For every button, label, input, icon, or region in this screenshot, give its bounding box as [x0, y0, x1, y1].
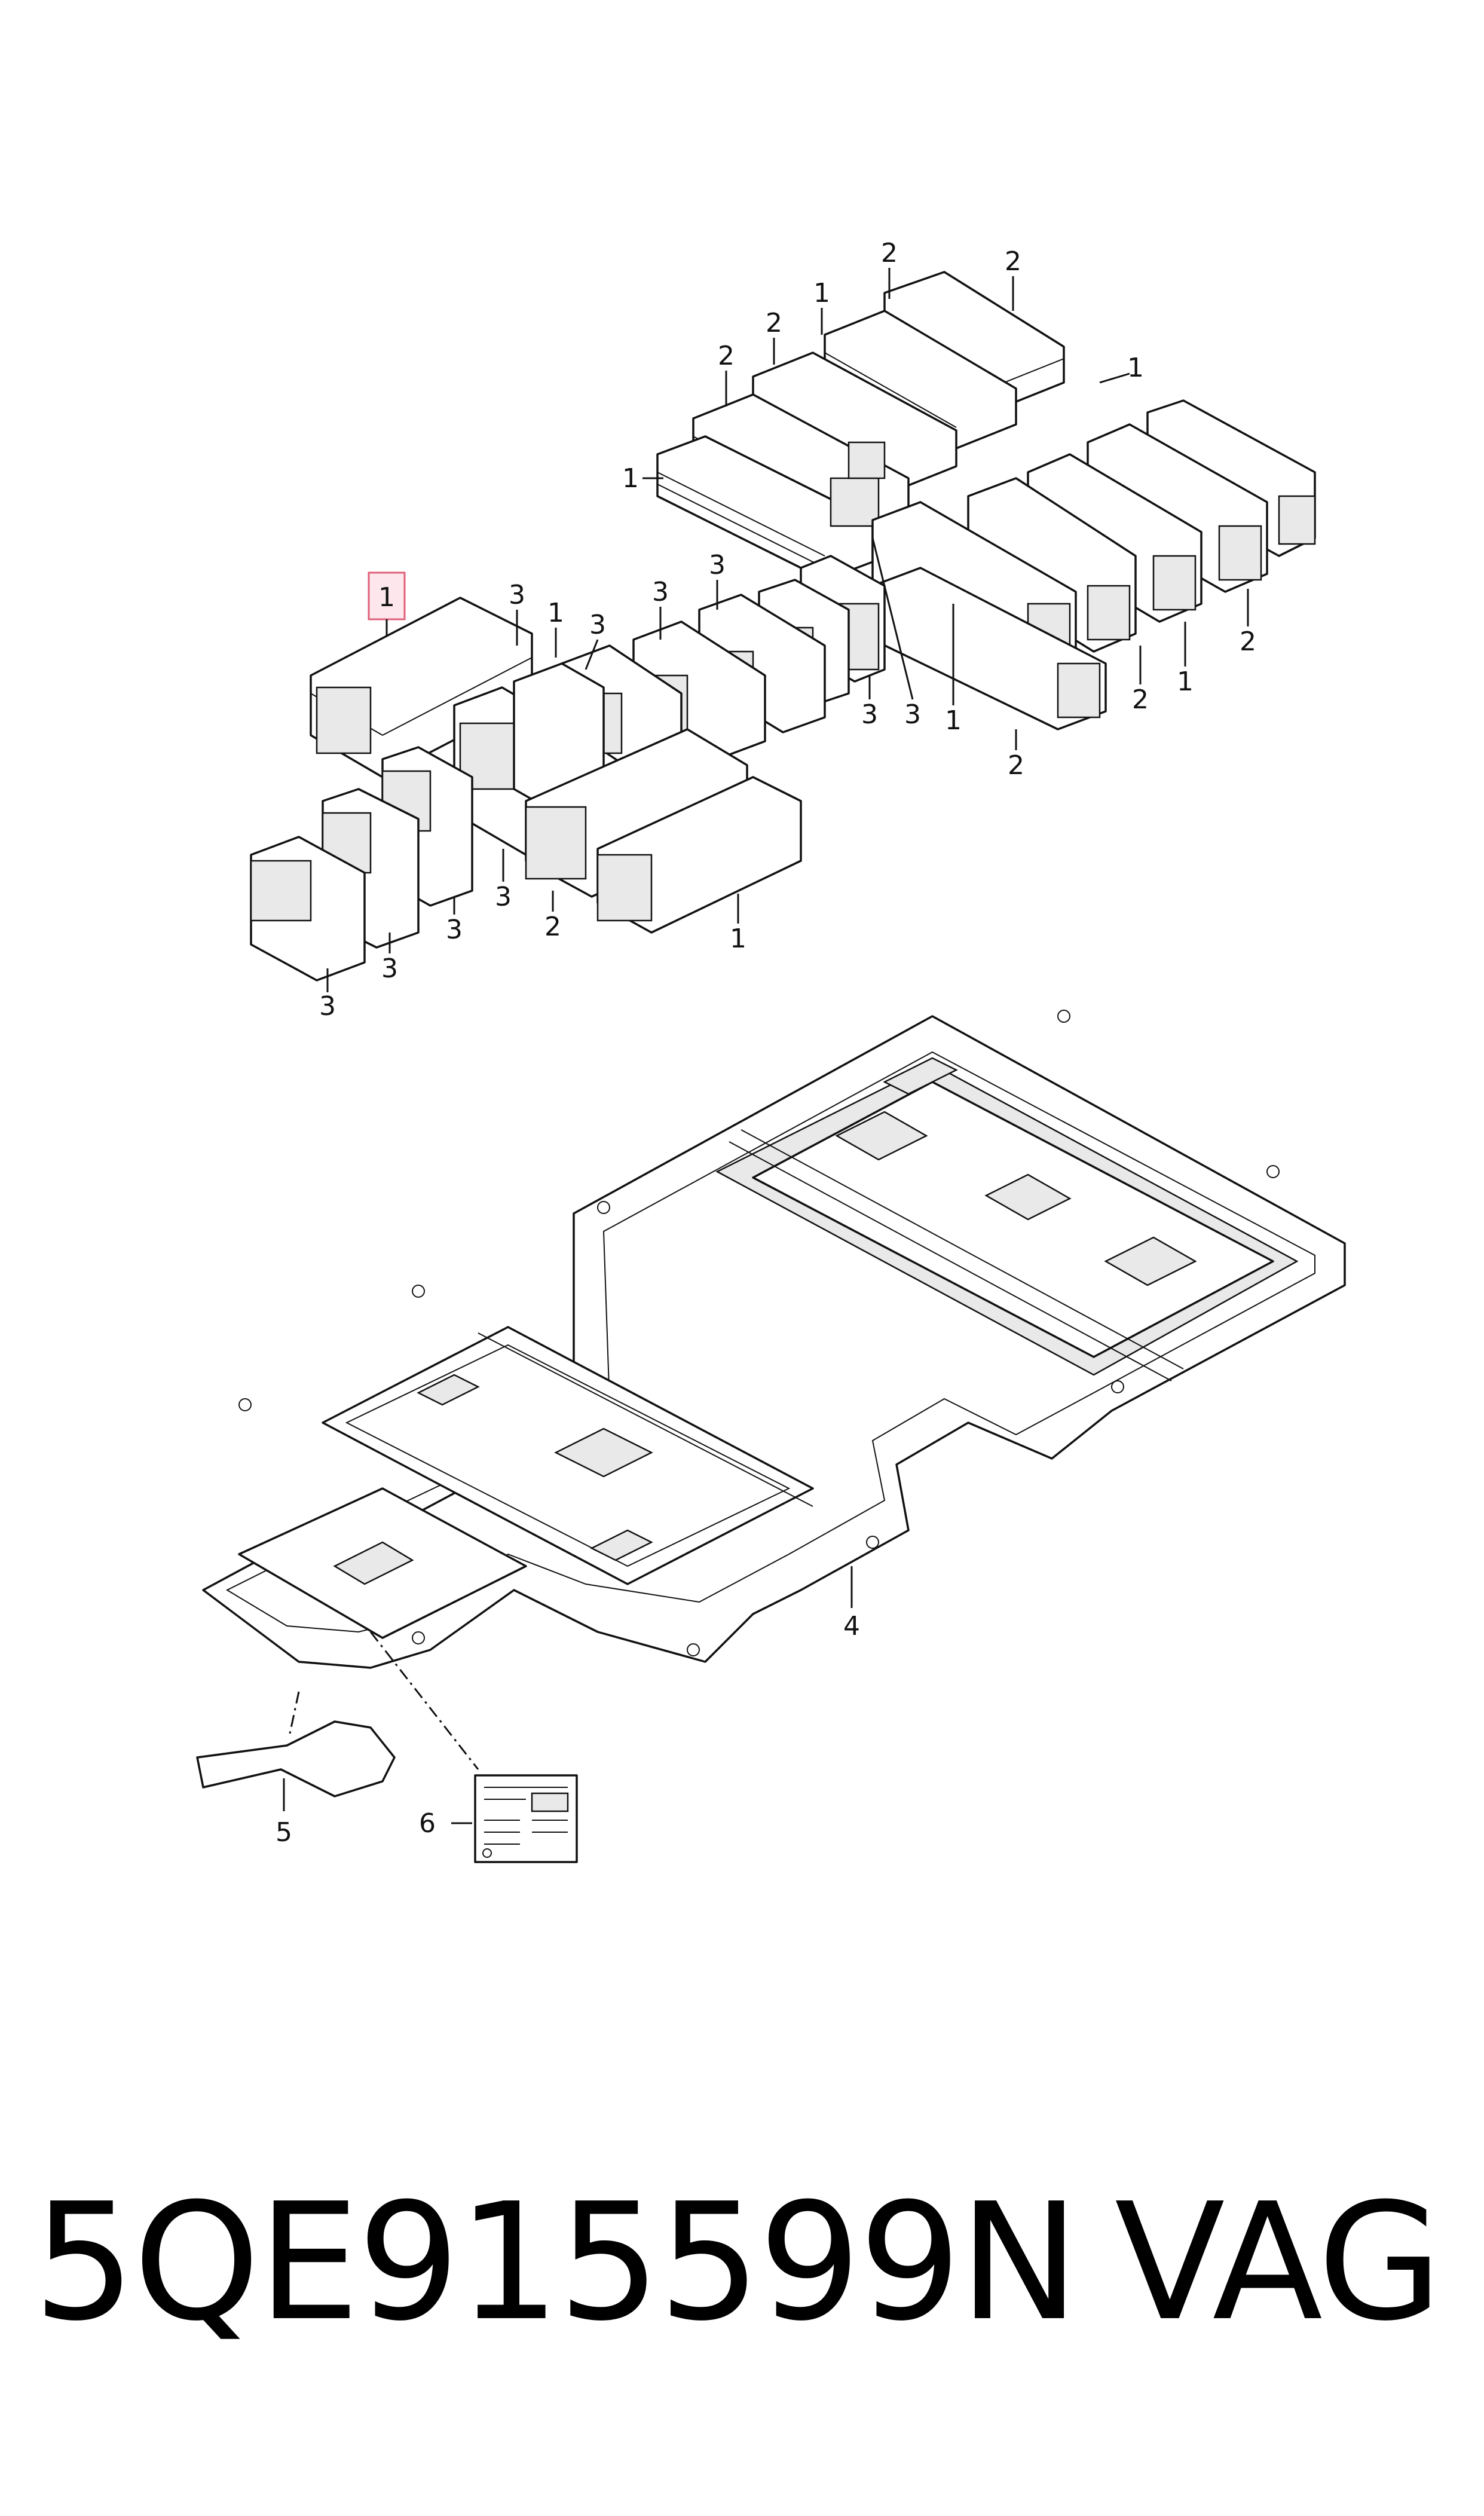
battery-tray [202, 1010, 1346, 1669]
module-lower-2 [596, 776, 802, 934]
callout-2: 2 [544, 912, 561, 942]
battery-modules [250, 271, 1316, 982]
callout-1: 1 [730, 924, 746, 954]
callout-5: 5 [276, 1817, 292, 1848]
module-lower-1 [525, 728, 748, 898]
callout-1: 1 [547, 598, 564, 628]
callout-2: 2 [766, 308, 782, 338]
callout-3: 3 [495, 882, 512, 912]
callout-4: 4 [843, 1611, 860, 1641]
callout-1: 1 [1177, 667, 1194, 697]
callout-3: 3 [652, 577, 669, 607]
callout-2: 2 [1008, 750, 1024, 781]
callout-2: 2 [1005, 246, 1021, 277]
callout-3: 3 [861, 699, 878, 730]
callout-3: 3 [319, 991, 336, 1022]
module-right-2 [1087, 423, 1268, 593]
callout-3: 3 [589, 610, 606, 640]
callout-3: 3 [509, 580, 525, 610]
part-number: 5QE915599N [33, 2168, 1080, 2356]
callout-3: 3 [904, 699, 921, 730]
callout-6: 6 [419, 1808, 436, 1839]
callout-1: 1 [1127, 353, 1144, 383]
module-right-1 [1146, 399, 1316, 557]
callout-3: 3 [709, 550, 726, 580]
callout-2: 2 [1132, 684, 1149, 715]
callout-2: 2 [1240, 626, 1256, 657]
callout-3: 3 [381, 953, 398, 984]
module-callouts: 1 3 1 3 3 3 2 2 2 1 1 1 2 3 3 1 2 2 [319, 238, 1256, 1022]
module-left-highlight [310, 597, 533, 778]
callout-1: 1 [813, 278, 830, 308]
module-left-6 [250, 836, 366, 982]
module-right-3 [1027, 453, 1203, 623]
callout-1-highlight: 1 [378, 582, 395, 613]
callout-1: 1 [622, 463, 639, 494]
brand-label: VAG [1115, 2168, 1443, 2356]
callout-2: 2 [718, 341, 735, 371]
callout-3: 3 [446, 915, 463, 945]
callout-1: 1 [945, 705, 962, 736]
part-5-bracket [196, 1691, 396, 1811]
part-6-label [369, 1631, 578, 1863]
callout-2: 2 [881, 238, 898, 268]
